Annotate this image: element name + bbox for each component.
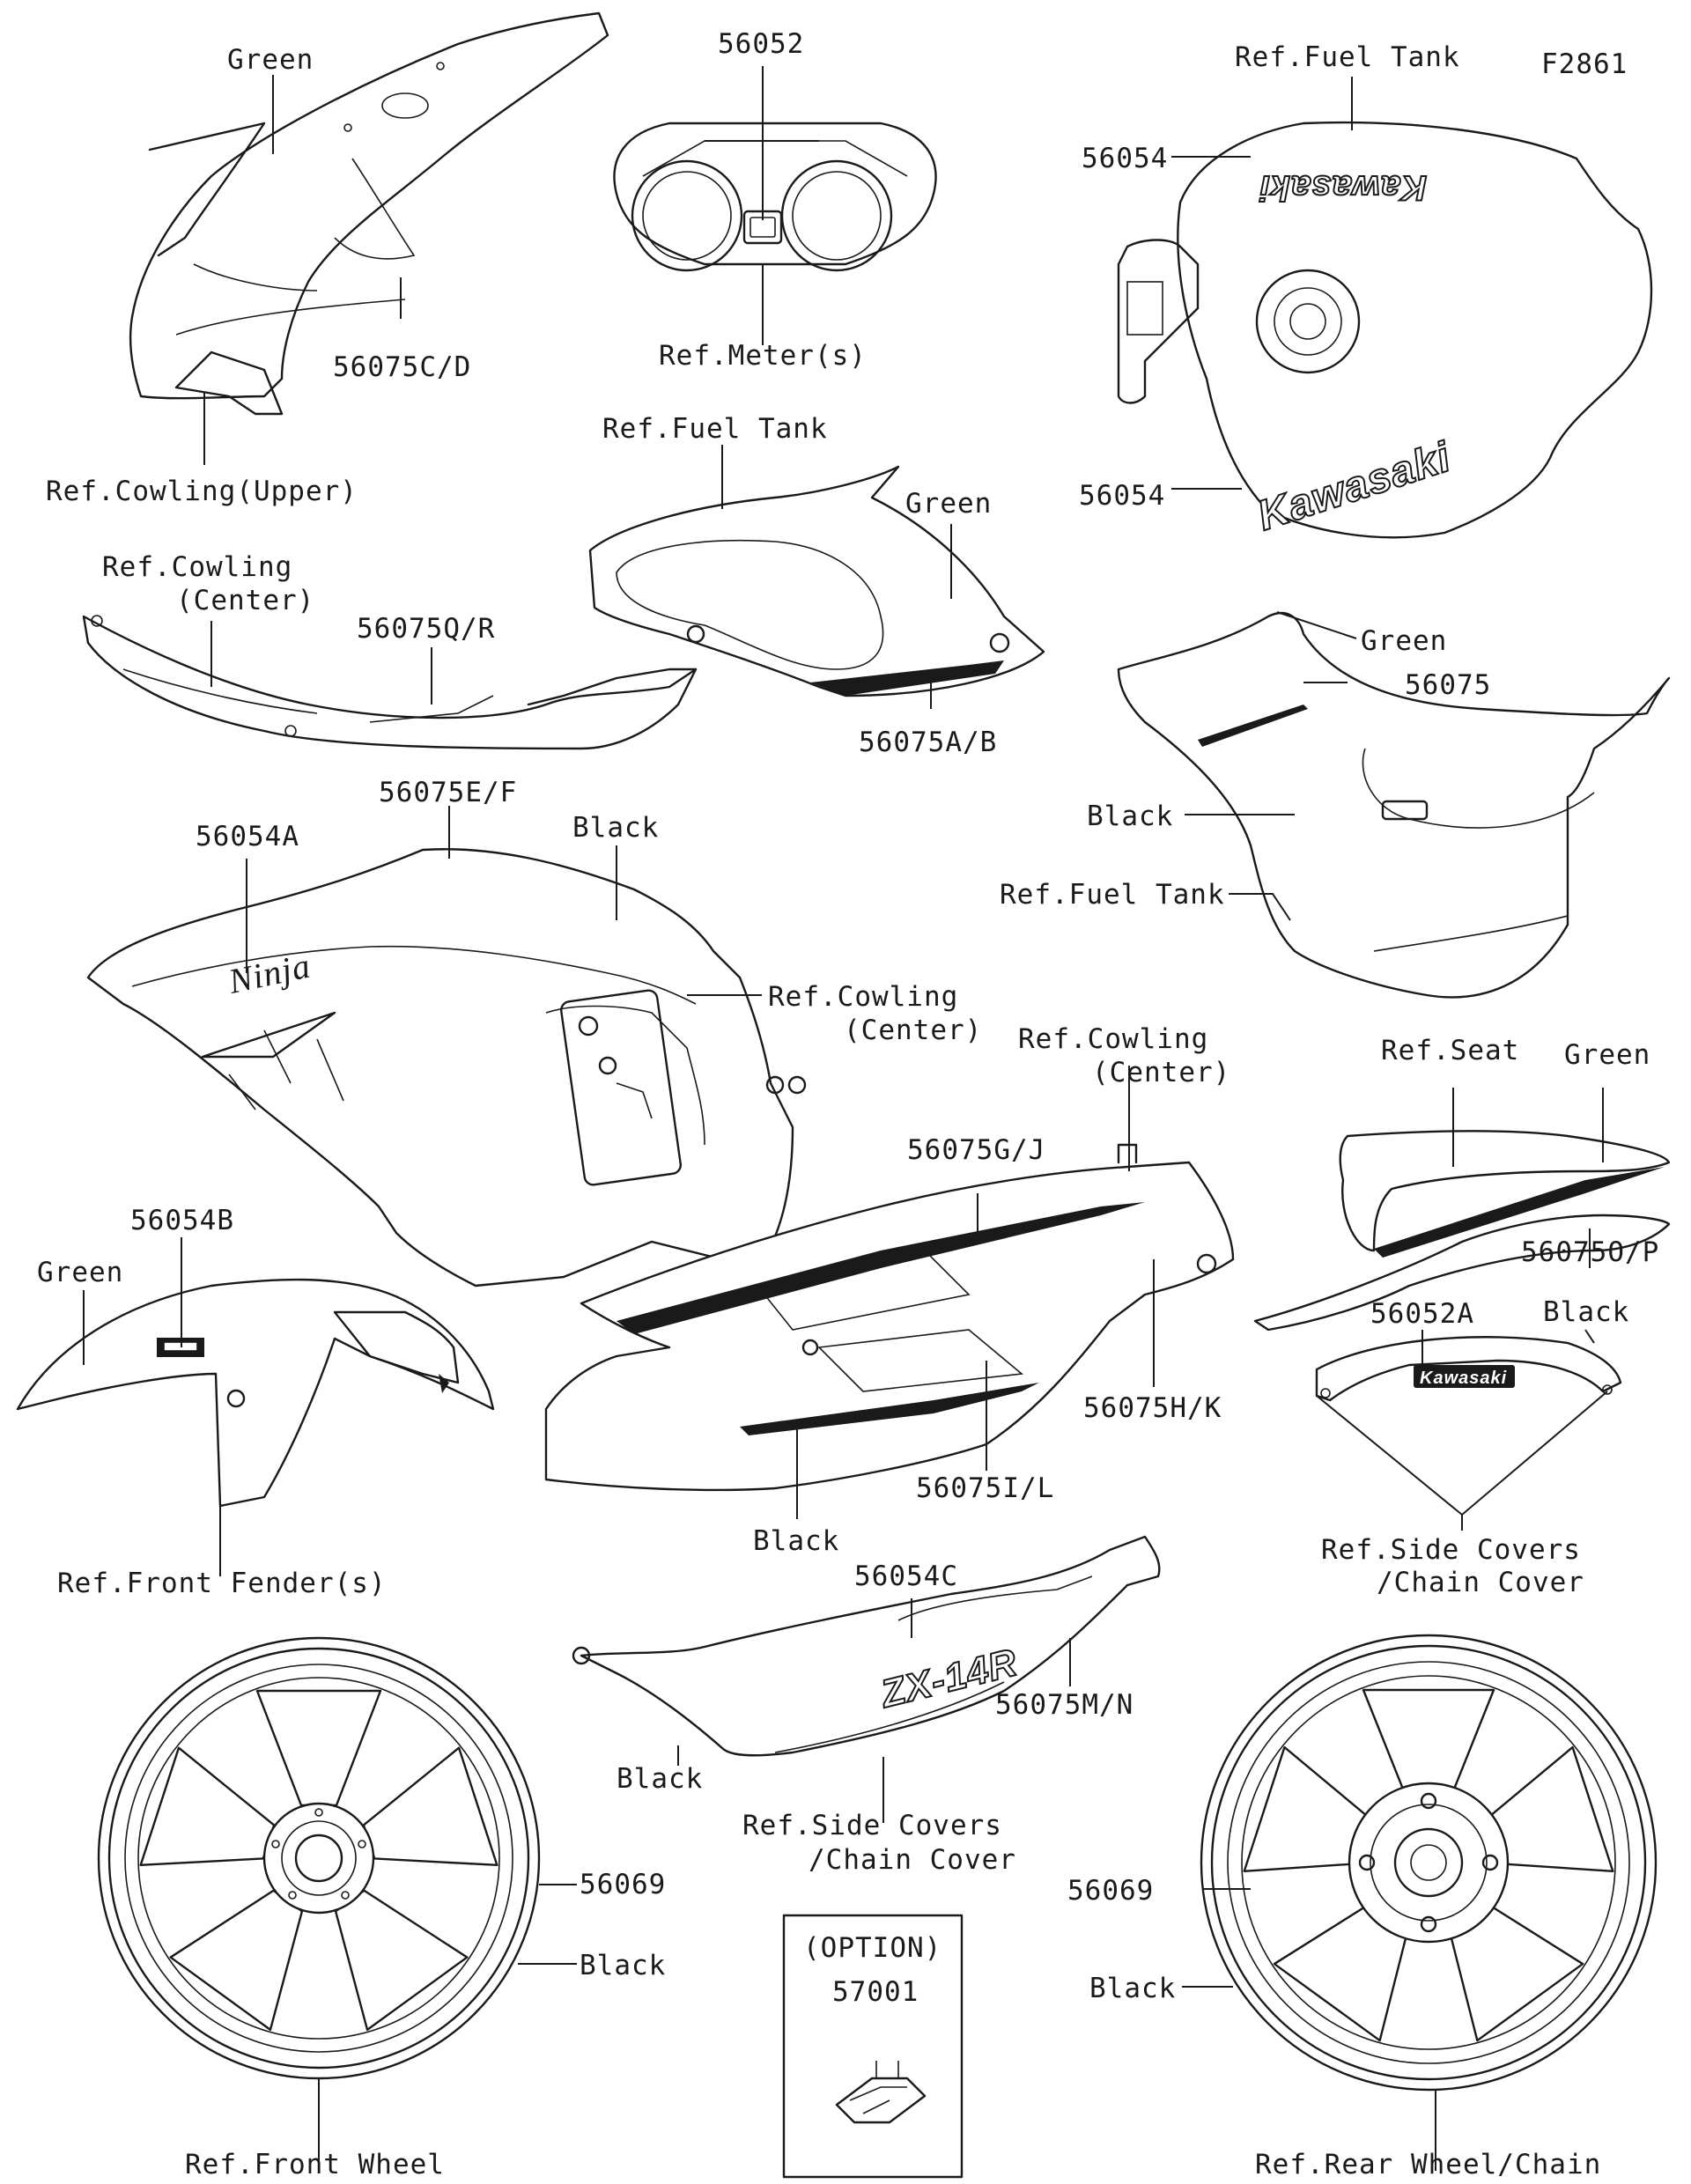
label-black-tank-side: Black: [1087, 801, 1173, 832]
label-56075gj: 56075G/J: [907, 1134, 1045, 1166]
option-box: [782, 1914, 964, 2179]
label-black-rear-wheel: Black: [1089, 1973, 1176, 2004]
center-cowling-part: [82, 615, 698, 750]
label-56075hk: 56075H/K: [1083, 1392, 1222, 1424]
callout-labels: F2861 Green 56052 Ref.Fuel Tank 56054 56…: [37, 28, 1659, 2180]
label-ref-cowling-center-2a: Ref.Cowling: [768, 981, 958, 1013]
side-cowling-part: Ninja: [86, 848, 807, 1288]
label-ref-front-wheel: Ref.Front Wheel: [185, 2149, 445, 2180]
label-56075cd: 56075C/D: [333, 351, 471, 383]
fuel-tank-top-part: Kawasaki Kawasaki: [1117, 121, 1653, 541]
front-wheel-part: [97, 1636, 541, 2080]
label-black-side-cowl: Black: [572, 812, 659, 844]
label-56054-top: 56054: [1082, 143, 1168, 174]
kawasaki-logo-chain-cover: Kawasaki: [1420, 1369, 1507, 1388]
label-option: (OPTION): [803, 1932, 941, 1964]
label-56054c: 56054C: [854, 1561, 958, 1592]
label-56075qr: 56075Q/R: [357, 613, 495, 645]
label-ref-cowling-center-1a: Ref.Cowling: [102, 551, 292, 583]
label-ref-side-covers-2b: /Chain Cover: [809, 1844, 1016, 1876]
label-ref-meters: Ref.Meter(s): [659, 340, 867, 372]
label-ref-cowling-upper: Ref.Cowling(Upper): [46, 476, 358, 507]
label-green-tank-side: Green: [1361, 625, 1447, 657]
label-56075il: 56075I/L: [916, 1472, 1054, 1504]
label-ref-cowling-center-3b: (Center): [1092, 1057, 1230, 1088]
label-green-tank-cover: Green: [905, 488, 992, 520]
label-ref-cowling-center-3a: Ref.Cowling: [1018, 1023, 1208, 1055]
label-ref-cowling-center-1b: (Center): [176, 585, 314, 616]
label-ref-front-fenders: Ref.Front Fender(s): [57, 1568, 387, 1599]
label-56069-rear: 56069: [1067, 1875, 1154, 1907]
kawasaki-logo-tank-top: Kawasaki: [1259, 168, 1427, 207]
fuel-tank-side-part: [1117, 611, 1671, 999]
label-ref-side-covers-2a: Ref.Side Covers: [742, 1810, 1002, 1841]
label-ref-side-covers-1b: /Chain Cover: [1377, 1567, 1584, 1598]
leader-lines: [83, 66, 1608, 2171]
label-56075: 56075: [1405, 669, 1491, 701]
label-ref-seat: Ref.Seat: [1381, 1035, 1519, 1066]
label-56054b: 56054B: [130, 1205, 234, 1236]
label-ref-fuel-tank-mid: Ref.Fuel Tank: [602, 413, 828, 445]
label-ref-rear-wheel-chain: Ref.Rear Wheel/Chain: [1255, 2149, 1601, 2180]
label-ref-cowling-center-2b: (Center): [844, 1015, 982, 1046]
front-fender-part: [16, 1278, 495, 1508]
label-56054-bottom: 56054: [1079, 480, 1165, 512]
label-green-fender: Green: [37, 1257, 123, 1288]
label-black-front-wheel: Black: [580, 1950, 666, 1981]
label-56054a: 56054A: [196, 821, 299, 852]
fuel-tank-cover-part: [588, 465, 1045, 697]
label-56075mn: 56075M/N: [995, 1689, 1133, 1721]
seat-cover-part: [1253, 1130, 1671, 1332]
label-56075ef: 56075E/F: [379, 777, 517, 808]
meter-part: [613, 122, 937, 272]
figure-id: F2861: [1541, 48, 1628, 80]
label-56052: 56052: [718, 28, 804, 60]
label-black-side-cover: Black: [617, 1763, 703, 1795]
label-ref-side-covers-1a: Ref.Side Covers: [1321, 1534, 1581, 1566]
upper-cowling-part: [129, 11, 609, 416]
label-56069-front: 56069: [580, 1869, 666, 1900]
label-56075op: 56075O/P: [1521, 1236, 1659, 1268]
label-black-lower-cowl: Black: [753, 1525, 839, 1557]
rear-wheel-part: [1200, 1634, 1658, 2092]
label-green-seat: Green: [1564, 1039, 1650, 1071]
label-56075ab: 56075A/B: [859, 727, 997, 758]
label-57001: 57001: [832, 1976, 919, 2008]
chain-cover-part: Kawasaki: [1315, 1336, 1622, 1402]
label-black-chain-cover: Black: [1543, 1296, 1629, 1328]
lower-cowling-part: [544, 1143, 1235, 1492]
label-ref-fuel-tank-top: Ref.Fuel Tank: [1235, 41, 1460, 73]
label-56052a: 56052A: [1370, 1298, 1474, 1330]
label-green-cowling-upper: Green: [227, 44, 314, 76]
label-ref-fuel-tank-side: Ref.Fuel Tank: [1000, 879, 1225, 911]
